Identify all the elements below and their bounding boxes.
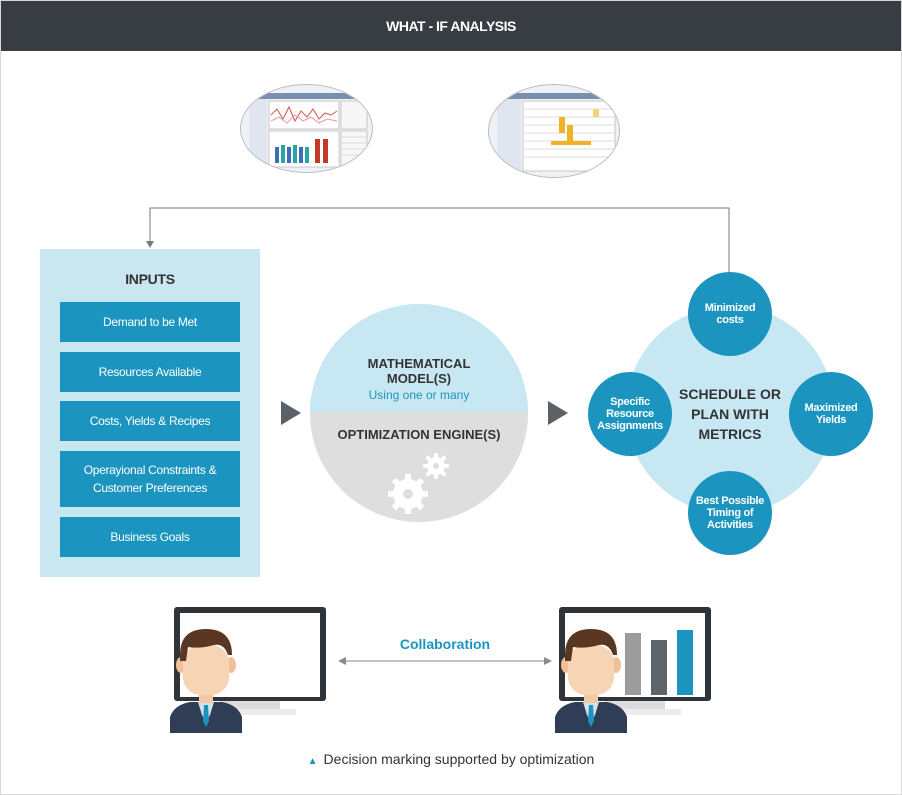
model-title: MATHEMATICAL MODEL(S) — [367, 356, 471, 386]
input-resources: Resources Available — [60, 352, 240, 392]
chart-screenshot-thumbnail — [240, 84, 373, 173]
collaboration-label: Collaboration — [399, 636, 491, 652]
input-business-goals: Business Goals — [60, 517, 240, 557]
model-section — [310, 304, 528, 412]
page-title: WHAT - IF ANALYSIS — [1, 1, 901, 51]
input-constraints: Operayional Constraints & Customer Prefe… — [60, 451, 240, 507]
triangle-up-icon: ▲ — [307, 756, 318, 767]
double-arrow-icon — [338, 657, 552, 665]
footer-caption-text: Decision marking supported by optimizati… — [323, 751, 595, 767]
input-costs-yields: Costs, Yields & Recipes — [60, 401, 240, 441]
flow-arrow-right-icon — [548, 401, 568, 425]
engine-title: OPTIMIZATION ENGINE(S) — [337, 427, 501, 442]
metric-maximized-yields: Maximized Yields — [789, 372, 873, 456]
flow-arrow-right-icon — [281, 401, 301, 425]
schedule-label: SCHEDULE OR PLAN WITH METRICS — [679, 386, 781, 442]
table-screenshot-thumbnail — [488, 84, 620, 178]
user-monitor-left-icon — [170, 607, 326, 733]
footer-caption: ▲ Decision marking supported by optimizat… — [0, 751, 902, 767]
gears-icon — [388, 453, 449, 514]
inputs-title: INPUTS — [125, 271, 175, 287]
input-demand: Demand to be Met — [60, 302, 240, 342]
inputs-panel: INPUTS Demand to be Met Resources Availa… — [40, 249, 260, 577]
optimization-engine-circle: MATHEMATICAL MODEL(S) Using one or many … — [310, 304, 528, 522]
metric-best-timing: Best Possible Timing of Activities — [688, 471, 772, 555]
user-monitor-right-icon — [555, 607, 711, 733]
metric-minimized-costs: Minimized costs — [688, 272, 772, 356]
model-subtitle: Using one or many — [368, 388, 470, 402]
metric-resource-assignments: Specific Resource Assignments — [588, 372, 672, 456]
